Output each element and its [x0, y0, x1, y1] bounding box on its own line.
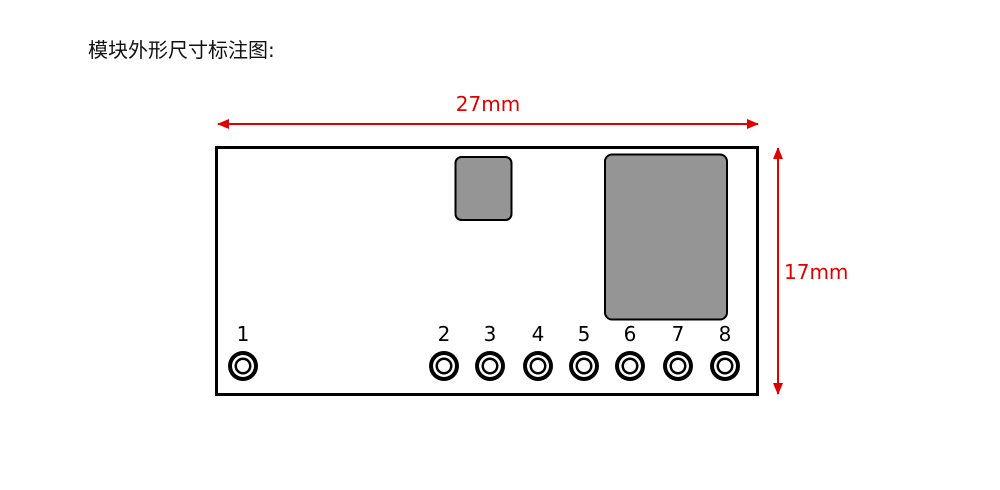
pin-label-1: 1: [237, 322, 250, 346]
pin-pad-hole: [532, 360, 544, 372]
pin-label-4: 4: [532, 322, 545, 346]
pin-pad-5: [569, 351, 599, 381]
pin-label-8: 8: [719, 322, 732, 346]
pin-pad-hole: [438, 360, 450, 372]
height-dimension-label: 17mm: [784, 260, 848, 284]
width-dimension-label: 27mm: [456, 92, 520, 116]
pin-label-6: 6: [624, 322, 637, 346]
pin-label-7: 7: [672, 322, 685, 346]
pin-label-3: 3: [484, 322, 497, 346]
pin-pad-4: [523, 351, 553, 381]
pin-label-2: 2: [438, 322, 451, 346]
pin-header: 1 2 3 4 5 6 7 8: [228, 322, 740, 381]
pin-pad-1: [228, 351, 258, 381]
pin-pad-hole: [719, 360, 731, 372]
small-chip-component: [454, 156, 513, 221]
pin-pad-hole: [484, 360, 496, 372]
pin-pad-hole: [237, 360, 249, 372]
pin-pad-8: [710, 351, 740, 381]
pin-pad-hole: [672, 360, 684, 372]
pin-pad-2: [429, 351, 459, 381]
pin-label-5: 5: [578, 322, 591, 346]
pin-pad-7: [663, 351, 693, 381]
pin-pad-6: [615, 351, 645, 381]
pin-pad-hole: [624, 360, 636, 372]
pin-pad-hole: [578, 360, 590, 372]
pin-pad-3: [475, 351, 505, 381]
large-chip-component: [604, 153, 728, 321]
page-title: 模块外形尺寸标注图:: [88, 38, 275, 62]
